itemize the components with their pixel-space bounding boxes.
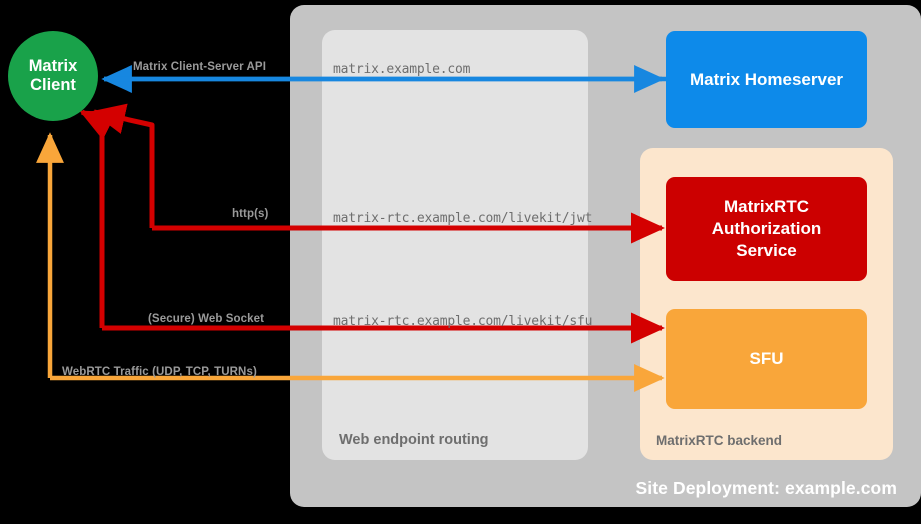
auth-label-line3: Service bbox=[736, 240, 797, 260]
node-sfu[interactable]: SFU bbox=[666, 309, 867, 409]
arrow-label-http: http(s) bbox=[232, 208, 269, 220]
node-matrix-homeserver[interactable]: Matrix Homeserver bbox=[666, 31, 867, 128]
matrix-client-label: Matrix Client bbox=[29, 57, 78, 96]
matrixrtc-backend-label: MatrixRTC backend bbox=[656, 433, 783, 448]
matrixrtc-auth-service-label: MatrixRTC Authorization Service bbox=[712, 196, 822, 261]
arrow-label-client-server-api: Matrix Client-Server API bbox=[133, 61, 266, 73]
auth-label-line1: MatrixRTC bbox=[723, 197, 809, 217]
auth-label-line2: Authorization bbox=[711, 219, 822, 239]
node-matrixrtc-auth-service[interactable]: MatrixRTC Authorization Service bbox=[666, 177, 867, 281]
site-deployment-label: Site Deployment: example.com bbox=[635, 478, 897, 498]
matrix-client-label-line1: Matrix bbox=[28, 56, 78, 75]
web-endpoint-routing-panel: Web endpoint routing bbox=[322, 30, 588, 460]
arrow-label-webrtc: WebRTC Traffic (UDP, TCP, TURNs) bbox=[62, 366, 257, 378]
node-matrix-client[interactable]: Matrix Client bbox=[8, 31, 98, 121]
matrix-client-label-line2: Client bbox=[30, 76, 76, 94]
matrix-homeserver-label: Matrix Homeserver bbox=[689, 69, 844, 89]
sfu-label: SFU bbox=[749, 349, 784, 368]
web-endpoint-routing-label: Web endpoint routing bbox=[339, 432, 489, 448]
endpoint-label-matrix: matrix.example.com bbox=[333, 62, 471, 77]
arrow-label-websocket: (Secure) Web Socket bbox=[148, 313, 265, 325]
endpoint-label-sfu: matrix-rtc.example.com/livekit/sfu bbox=[333, 314, 593, 329]
endpoint-label-jwt: matrix-rtc.example.com/livekit/jwt bbox=[333, 211, 593, 226]
